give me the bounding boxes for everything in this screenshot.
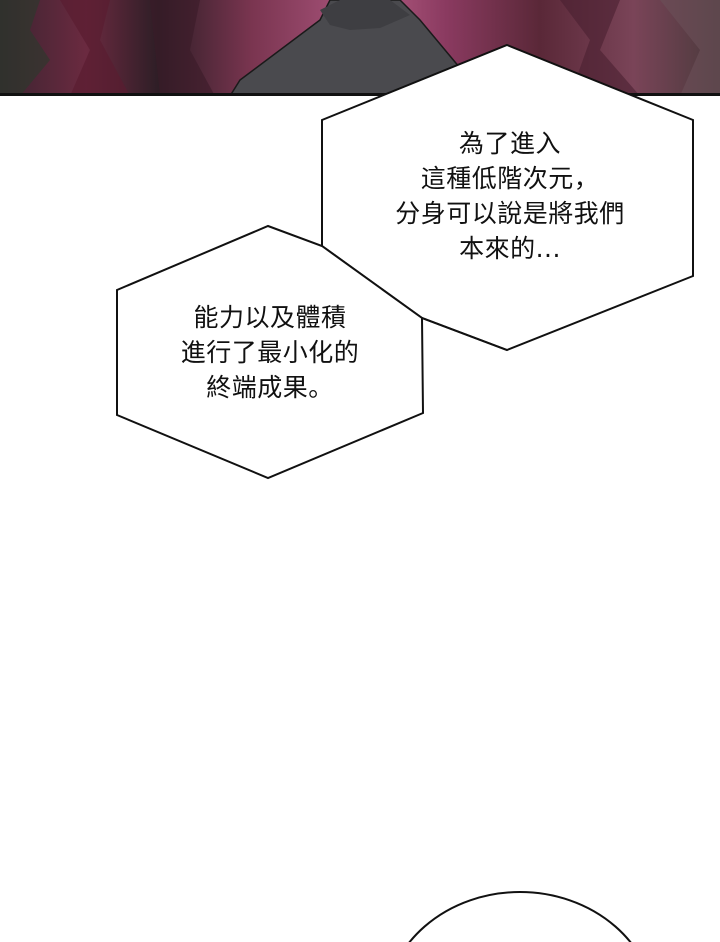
panel-border	[0, 93, 720, 96]
speech-bubble-3	[408, 891, 632, 942]
background-art	[0, 0, 720, 96]
bubble-line: 能力以及體積	[193, 303, 347, 332]
speech-bubble-2-text: 能力以及體積 進行了最小化的 終端成果。	[120, 300, 420, 405]
bubble-line: 為了進入	[458, 129, 561, 158]
bubble-line: 終端成果。	[206, 373, 334, 402]
speech-bubble-2	[116, 224, 425, 480]
comic-panel-top	[0, 0, 720, 96]
bubble-line: 這種低階次元，	[420, 164, 600, 193]
bubble-line: 本來的...	[459, 234, 561, 263]
speech-bubble-1-text: 為了進入 這種低階次元， 分身可以說是將我們 本來的...	[340, 126, 680, 266]
bubble-line: 進行了最小化的	[180, 338, 360, 367]
bubble-line: 分身可以說是將我們	[395, 199, 625, 228]
